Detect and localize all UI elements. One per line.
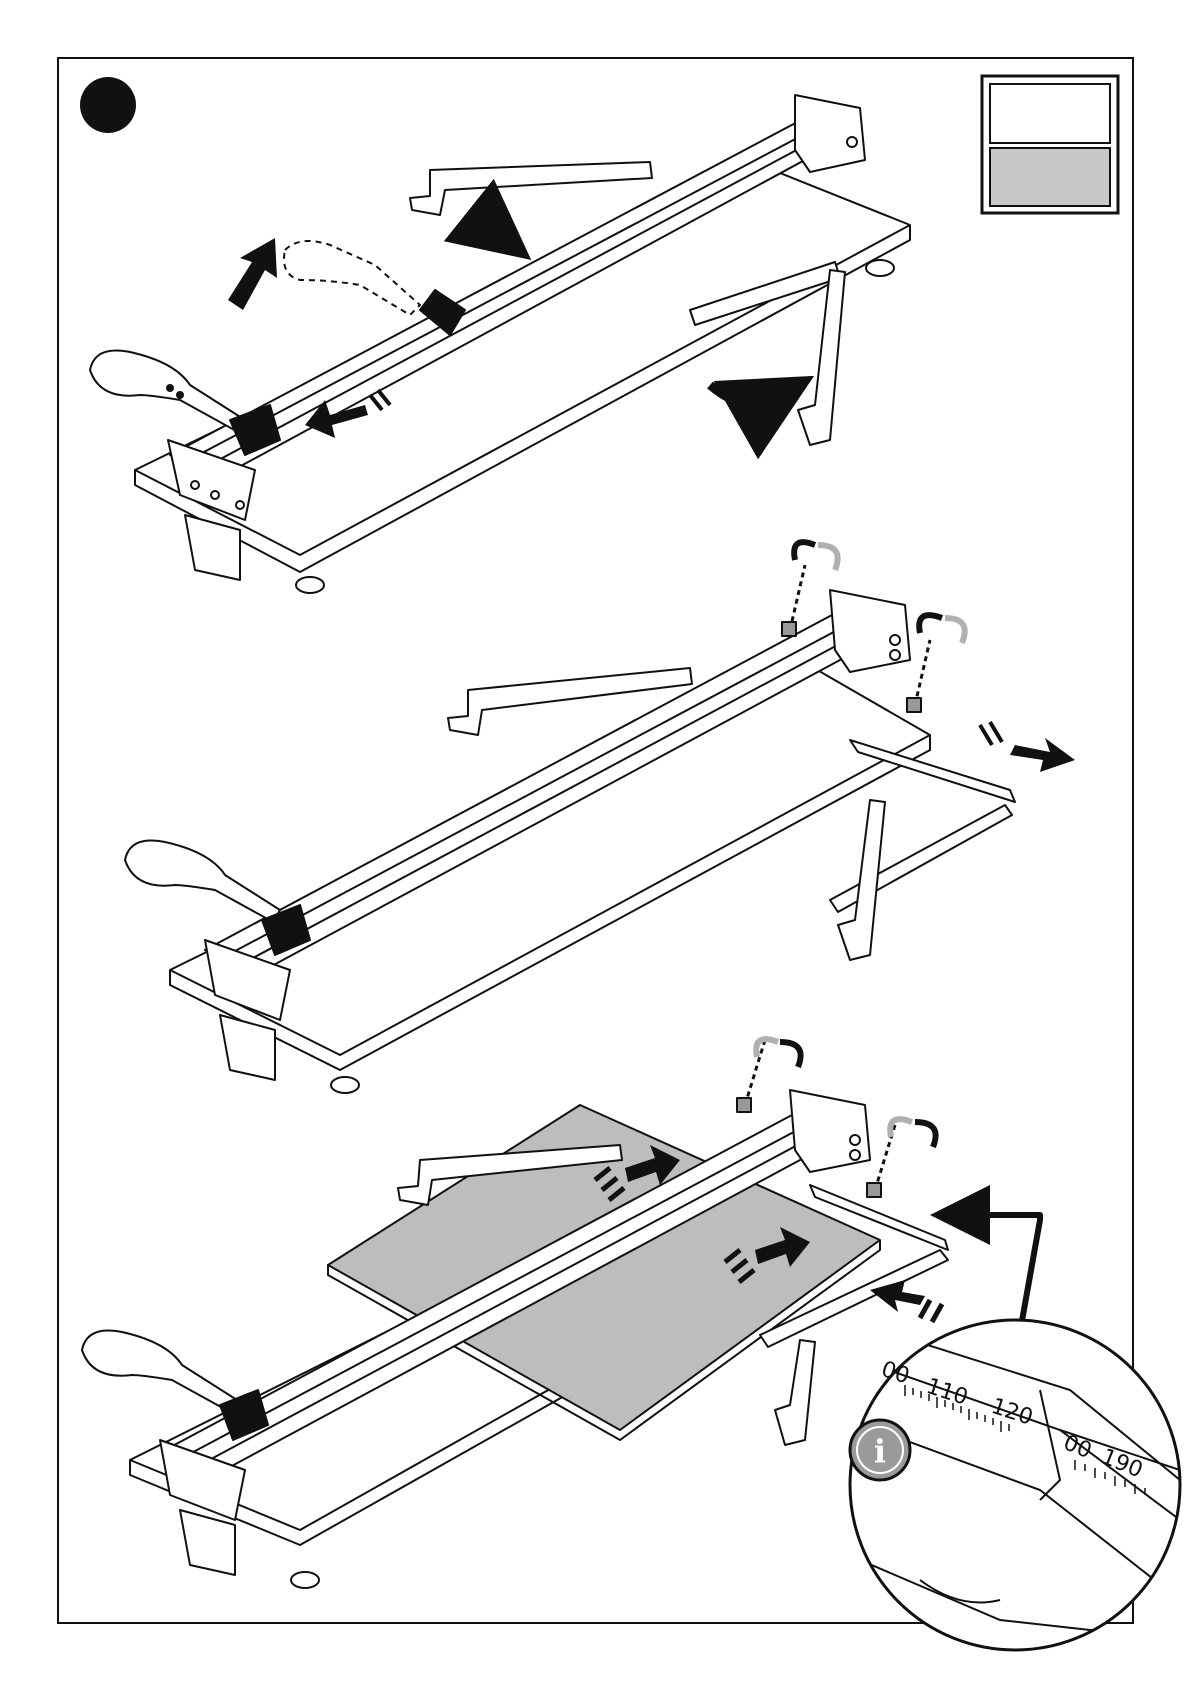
rail-end-block <box>795 95 865 172</box>
cutter-handle <box>82 1330 237 1412</box>
cutter-handle <box>90 350 245 432</box>
loosen-knob-right-ghost <box>945 618 965 643</box>
lift-handle-arrow <box>228 238 277 310</box>
support-arm <box>410 162 652 215</box>
base-board <box>135 165 910 555</box>
tighten-knob-left <box>780 1042 801 1067</box>
fold-leg <box>838 800 885 960</box>
fold-leg <box>775 1340 815 1445</box>
extension-bar <box>850 740 1015 802</box>
legend-box <box>982 76 1118 213</box>
panel-extend-stop <box>125 542 1075 1093</box>
unfold-leg-arrow <box>710 385 775 404</box>
info-glyph: i <box>874 1432 886 1470</box>
tighten-knob-left-ghost <box>756 1039 778 1057</box>
ghost-handle <box>284 241 420 315</box>
legend-swatch-bottom <box>990 148 1110 206</box>
legend-swatch-top <box>990 84 1110 143</box>
cutter-handle <box>125 840 280 922</box>
leg <box>220 1015 275 1080</box>
info-icon: i <box>850 1420 910 1480</box>
panel-fold-out <box>90 95 910 593</box>
detail-magnifier: 00 110 120 00 190 <box>850 1320 1180 1650</box>
loosen-knob-right <box>919 615 942 633</box>
step-marker-icon <box>80 77 136 133</box>
rotate-support-arrow <box>455 226 500 240</box>
leg <box>185 515 240 580</box>
tighten-knob-right <box>915 1122 936 1147</box>
loosen-knob-left-ghost <box>818 545 838 570</box>
leg <box>180 1510 235 1575</box>
loosen-knob-left <box>794 542 815 560</box>
pull-stop-arrow <box>1010 738 1075 772</box>
